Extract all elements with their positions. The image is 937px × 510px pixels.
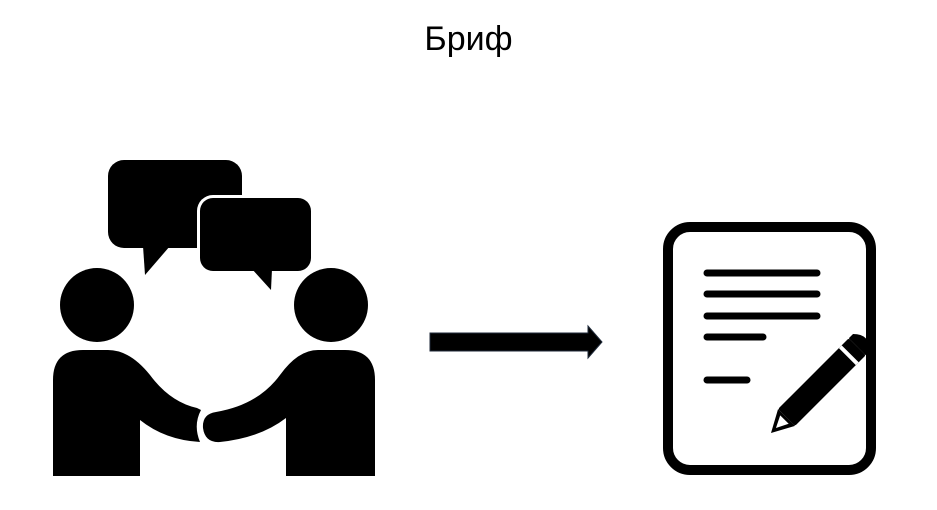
- slide-title: Бриф: [424, 20, 513, 58]
- speech-bubble-icon: [197, 195, 314, 290]
- text-lines: [703, 269, 821, 384]
- pencil-icon: [771, 334, 870, 433]
- person-head-icon: [294, 268, 368, 342]
- person-head-icon: [60, 268, 134, 342]
- document-with-pencil-icon: [663, 222, 876, 475]
- arrow-right-icon: [429, 324, 603, 360]
- person-body-icon: [53, 350, 201, 476]
- person-body-icon: [202, 350, 375, 476]
- meeting-handshake-icon: [53, 160, 375, 476]
